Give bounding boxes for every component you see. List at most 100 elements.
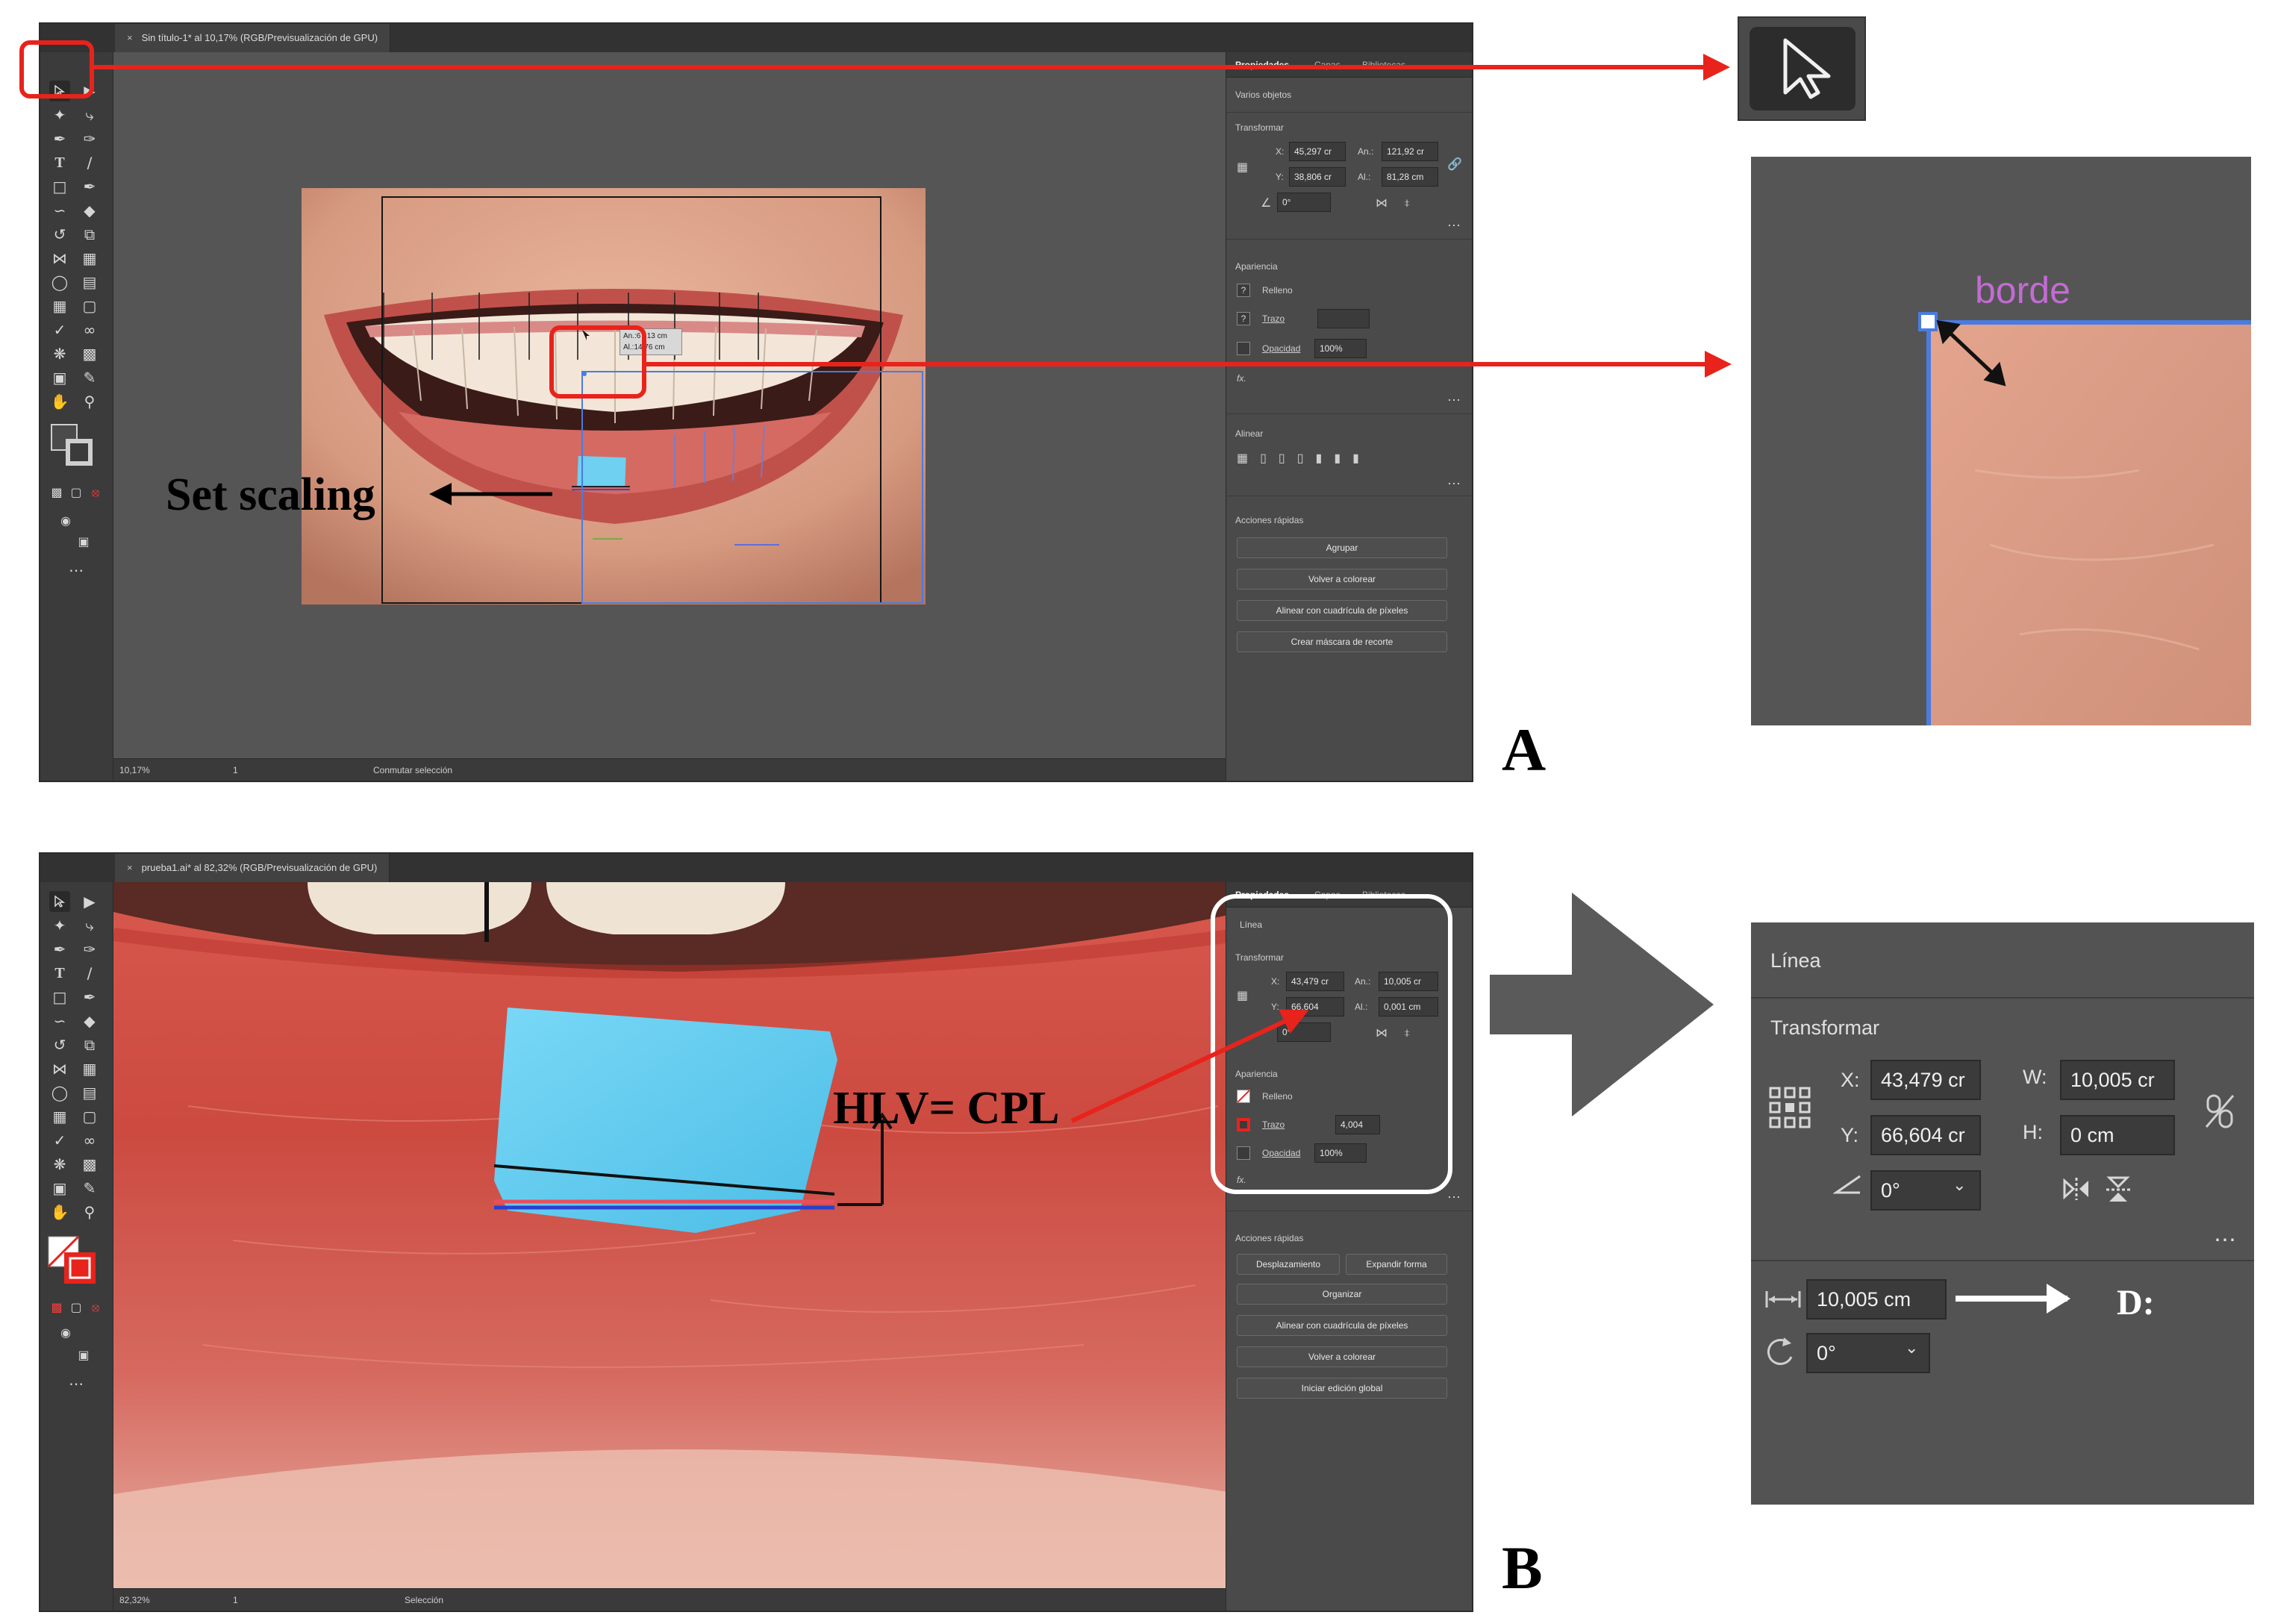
symbol-sprayer-icon[interactable]: ❋ [53,345,66,363]
magic-wand-icon[interactable]: ✦ [53,106,66,124]
stroke-weight-field[interactable] [1317,309,1370,328]
more-options-icon[interactable]: ⋯ [1447,476,1461,491]
arrange-button[interactable]: Organizar [1237,1284,1447,1305]
gradient-mode-icon[interactable]: ▢ [70,1300,82,1314]
gradient-tool-icon[interactable]: ▢ [82,1108,97,1125]
mesh-tool-icon[interactable]: ▦ [52,1108,67,1125]
reference-point-icon[interactable]: ▦ [1237,988,1249,1002]
scale-tool-icon[interactable]: ⧉ [84,225,96,243]
shaper-tool-icon[interactable]: ∽ [53,202,66,219]
rotate-tool-icon[interactable]: ↺ [53,1036,66,1054]
blend-tool-icon[interactable]: ∞ [83,1131,96,1149]
shape-builder-icon[interactable]: ◯ [51,273,69,291]
stroke-swatch[interactable]: ? [1237,312,1250,325]
fill-stroke-swatch[interactable] [47,1235,97,1285]
type-tool-icon[interactable]: T [54,965,65,981]
canvas-area[interactable]: An.:67,13 cm Al.:14,76 cm [113,52,1242,761]
rotate-tool-icon[interactable]: ↺ [53,225,66,243]
width-tool-icon[interactable]: ⋈ [52,249,67,267]
fx-label[interactable]: fx. [1237,373,1246,384]
rectangle-tool-icon[interactable]: □ [52,178,67,196]
align-icons[interactable]: ▦▯▯▯▮▮▮ [1237,451,1371,465]
recolor-button[interactable]: Volver a colorear [1237,1346,1447,1367]
screen-mode-icon[interactable]: ▣ [78,534,90,549]
stroke-label[interactable]: Trazo [1262,313,1285,324]
canvas-area[interactable] [113,882,1242,1591]
flip-vertical-icon[interactable]: ⧧ [1404,196,1411,210]
tab-properties[interactable]: Propiedades [1235,60,1290,70]
fx-label[interactable]: fx. [1237,1175,1246,1185]
free-transform-icon[interactable]: ▦ [82,249,97,267]
fill-stroke-swatch[interactable] [51,424,96,469]
recolor-button[interactable]: Volver a colorear [1237,569,1447,590]
zoom-level[interactable]: 82,32% [119,1595,150,1605]
inset-angle-field[interactable]: 0° [1870,1170,1981,1211]
perspective-grid-icon[interactable]: ▤ [82,273,97,291]
expand-shape-button[interactable]: Expandir forma [1346,1254,1447,1275]
none-mode-icon[interactable]: ⦻ [91,1300,100,1314]
more-tools-icon[interactable]: ⋯ [69,1375,84,1393]
color-mode-icon[interactable]: ▩ [51,1300,63,1314]
width-tool-icon[interactable]: ⋈ [52,1060,67,1078]
lasso-icon[interactable]: ⤷ [85,916,94,934]
more-options-icon[interactable]: ⋯ [1447,393,1461,407]
inset-x-field[interactable]: 43,479 cr [1870,1060,1981,1100]
graph-tool-icon[interactable]: ▩ [82,345,97,363]
document-tab[interactable]: ×Sin título-1* al 10,17% (RGB/Previsuali… [115,24,391,52]
reference-point-icon[interactable]: ▦ [1237,160,1249,174]
scale-tool-icon[interactable]: ⧉ [84,1036,96,1054]
draw-mode-icon[interactable]: ◉ [60,513,71,528]
constrain-proportions-icon[interactable]: 🔗 [1447,157,1462,171]
chevron-down-icon[interactable]: ⌄ [1953,1176,1967,1195]
gradient-tool-icon[interactable]: ▢ [82,297,97,315]
screen-mode-icon[interactable]: ▣ [78,1348,90,1362]
more-options-icon[interactable]: ⋯ [1447,218,1461,233]
perspective-grid-icon[interactable]: ▤ [82,1084,97,1102]
tab-libraries[interactable]: Bibliotecas [1362,60,1406,70]
clipping-mask-button[interactable]: Crear máscara de recorte [1237,631,1447,652]
h-field[interactable]: 0,001 cm [1379,997,1438,1016]
inset-y-field[interactable]: 66,604 cr [1870,1115,1981,1155]
lasso-icon[interactable]: ⤷ [85,106,94,124]
opacity-field[interactable]: 100% [1314,339,1367,358]
zoom-tool-icon[interactable]: ⚲ [84,393,96,410]
magic-wand-icon[interactable]: ✦ [53,916,66,934]
stroke-weight-field[interactable]: 4,004 [1335,1115,1380,1134]
direct-selection-tool-icon[interactable]: ▶ [84,893,96,911]
h-field[interactable]: 81,28 cm [1382,167,1438,187]
line-tool-icon[interactable]: ∕ [87,154,93,172]
more-tools-icon[interactable]: ⋯ [69,561,84,579]
eraser-icon[interactable]: ◆ [84,1012,96,1030]
eyedropper-icon[interactable]: ✓ [53,321,66,339]
draw-mode-icon[interactable]: ◉ [60,1325,71,1340]
paintbrush-icon[interactable]: ✒ [83,178,96,196]
color-mode-icon[interactable]: ▩ [51,485,63,499]
zoom-level[interactable]: 10,17% [119,765,150,775]
curvature-tool-icon[interactable]: ✑ [83,130,96,148]
more-options-icon[interactable]: ⋯ [1447,1190,1461,1205]
angle-field[interactable]: 0° [1277,193,1331,212]
tab-layers[interactable]: Capas [1314,60,1341,70]
document-tab[interactable]: ×prueba1.ai* al 82,32% (RGB/Previsualiza… [115,854,390,882]
free-transform-icon[interactable]: ▦ [82,1060,97,1078]
align-pixel-grid-button[interactable]: Alinear con cuadrícula de píxeles [1237,600,1447,621]
eraser-icon[interactable]: ◆ [84,202,96,219]
graph-tool-icon[interactable]: ▩ [82,1155,97,1173]
hand-tool-icon[interactable]: ✋ [50,393,69,410]
blend-tool-icon[interactable]: ∞ [83,321,96,339]
none-mode-icon[interactable]: ⦻ [91,485,100,499]
opacity-label[interactable]: Opacidad [1262,1148,1301,1158]
reference-point-icon[interactable] [1769,1087,1811,1128]
artboard-number[interactable]: 1 [233,1595,238,1605]
inset-h-field[interactable]: 0 cm [2060,1115,2175,1155]
offset-button[interactable]: Desplazamiento [1237,1254,1340,1275]
x-field[interactable]: 45,297 cr [1289,142,1346,161]
flip-horizontal-icon[interactable] [2062,1176,2091,1202]
paintbrush-icon[interactable]: ✒ [83,988,96,1006]
chevron-down-icon[interactable]: ⌄ [1905,1339,1919,1358]
close-icon[interactable]: × [127,862,133,873]
zoom-tool-icon[interactable]: ⚲ [84,1203,96,1221]
slice-tool-icon[interactable]: ✎ [83,369,96,387]
inset-w-field[interactable]: 10,005 cr [2060,1060,2175,1100]
flip-vertical-icon[interactable]: ⧧ [1404,1025,1411,1040]
